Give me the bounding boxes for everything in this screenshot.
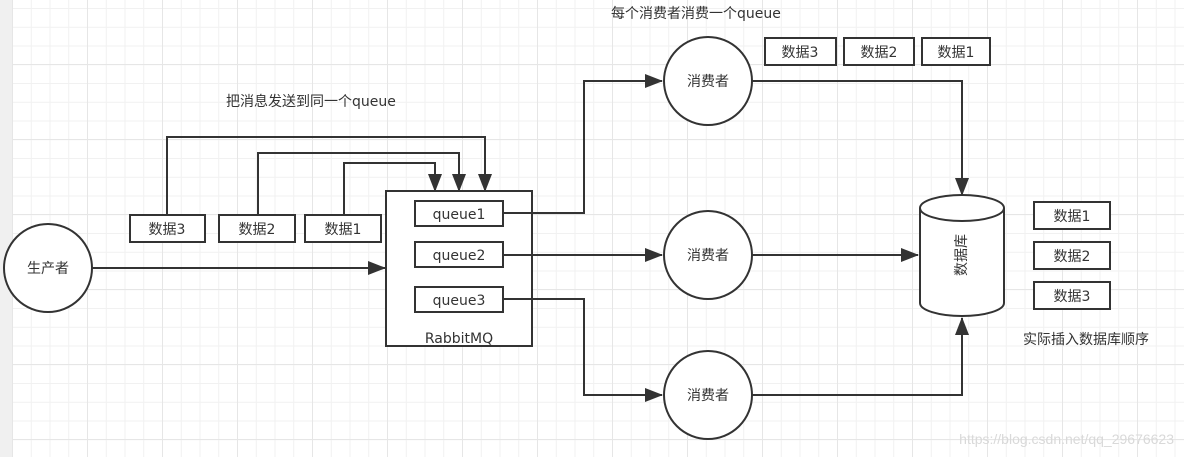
insert-order-box: 数据2: [1033, 241, 1111, 270]
sent-message-box: 数据3: [129, 214, 206, 243]
sent-message-box: 数据1: [304, 214, 382, 243]
consumer-label: 消费者: [687, 248, 729, 264]
queue-box-1[interactable]: queue1: [414, 200, 504, 227]
edge-queue3-to-consumer3: [503, 298, 663, 402]
consumer-label: 消费者: [687, 388, 729, 404]
consumer-node-3[interactable]: 消费者: [663, 350, 753, 440]
left-margin-strip: [0, 0, 12, 457]
edge-data2-to-queue1: [257, 152, 466, 215]
annotation-each-consumer-one-queue: 每个消费者消费一个queue: [611, 6, 781, 22]
producer-node[interactable]: 生产者: [3, 223, 93, 313]
queue-label: queue3: [433, 293, 486, 309]
consumed-message-box: 数据1: [921, 37, 991, 66]
sent-message-box: 数据2: [218, 214, 296, 243]
annotation-actual-insert-order: 实际插入数据库顺序: [1023, 332, 1149, 348]
consumer-label: 消费者: [687, 74, 729, 90]
database-label: 数据库: [954, 234, 970, 276]
consumer-node-1[interactable]: 消费者: [663, 36, 753, 126]
sent-message-label: 数据2: [239, 222, 276, 238]
consumed-message-label: 数据2: [861, 45, 898, 61]
consumed-message-box: 数据2: [843, 37, 915, 66]
insert-order-label: 数据2: [1054, 249, 1091, 265]
database-node[interactable]: 数据库: [919, 194, 1005, 317]
watermark: https://blog.csdn.net/qq_29676623: [959, 431, 1174, 447]
insert-order-box: 数据3: [1033, 281, 1111, 310]
edge-consumer3-to-database: [752, 317, 969, 396]
edge-data1-to-queue1: [343, 162, 442, 215]
queue-label: queue2: [433, 248, 486, 264]
rabbitmq-label: RabbitMQ: [425, 331, 493, 347]
consumed-message-box: 数据3: [764, 37, 837, 66]
sent-message-label: 数据1: [325, 222, 362, 238]
sent-message-label: 数据3: [149, 222, 186, 238]
insert-order-label: 数据1: [1054, 209, 1091, 225]
annotation-send-same-queue: 把消息发送到同一个queue: [226, 93, 396, 110]
producer-label: 生产者: [27, 261, 69, 277]
edge-consumer1-to-database: [752, 80, 969, 196]
queue-box-3[interactable]: queue3: [414, 286, 504, 313]
consumed-message-label: 数据1: [938, 45, 975, 61]
consumer-node-2[interactable]: 消费者: [663, 210, 753, 300]
insert-order-label: 数据3: [1054, 289, 1091, 305]
queue-label: queue1: [433, 207, 486, 223]
insert-order-box: 数据1: [1033, 201, 1111, 230]
consumed-message-label: 数据3: [782, 45, 819, 61]
queue-box-2[interactable]: queue2: [414, 241, 504, 268]
edge-queue1-to-consumer1: [503, 74, 663, 214]
edge-data3-to-queue1: [166, 136, 492, 215]
